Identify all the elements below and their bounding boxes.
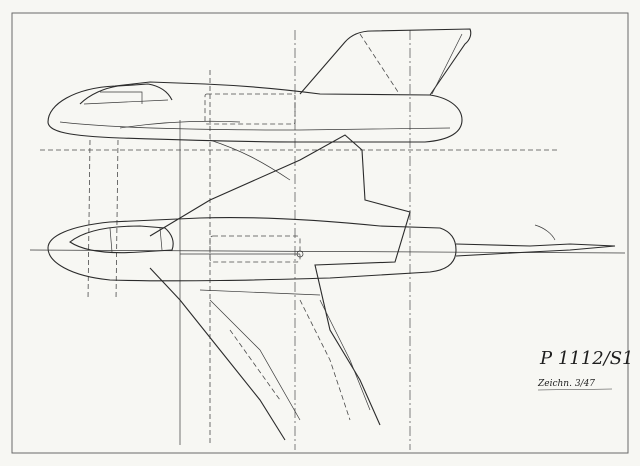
top-view <box>47 134 616 441</box>
side-fuselage <box>47 81 463 143</box>
sheet-border <box>11 12 629 454</box>
drawing-designation: P 1112/S1 <box>539 348 634 369</box>
wing-planform <box>149 134 411 441</box>
side-equipment-bay <box>204 93 296 125</box>
drawing-date-note: Zeichn. 3/47 <box>537 379 595 389</box>
construction-lines <box>29 30 626 450</box>
vertical-tail <box>299 28 472 96</box>
title-annotation: P 1112/S1 Zeichn. 3/47 <box>537 348 634 391</box>
top-canopy <box>69 225 174 254</box>
side-view <box>47 28 472 181</box>
top-fuselage <box>47 216 457 282</box>
side-canopy <box>79 83 173 105</box>
tail-probe <box>455 243 616 257</box>
